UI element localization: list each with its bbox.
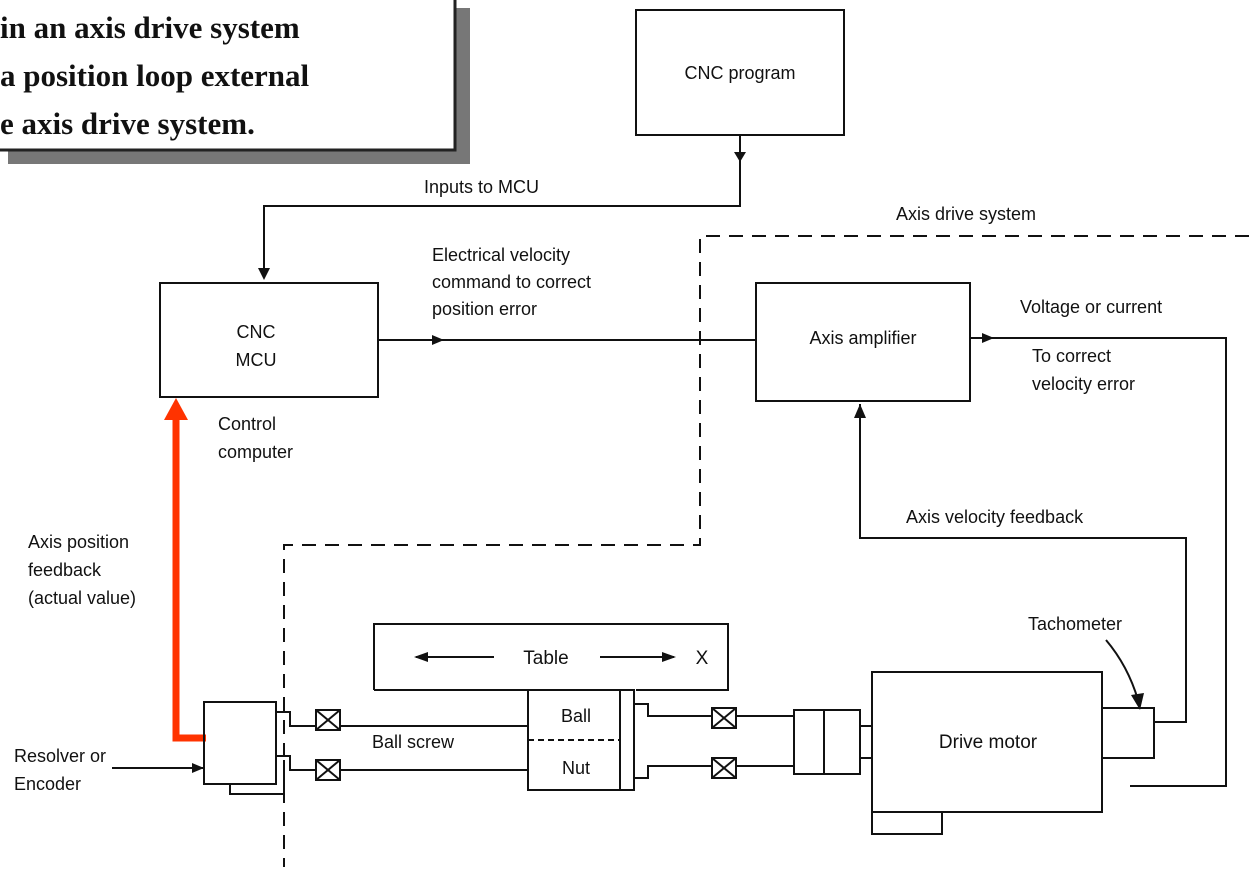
resolver-line-2: Encoder xyxy=(14,774,81,794)
ball-screw-top xyxy=(276,711,528,727)
caption-frame xyxy=(0,0,457,152)
drive-motor-label: Drive motor xyxy=(939,732,1038,753)
to-correct-velocity-line-2: velocity error xyxy=(1032,374,1135,394)
velocity-command-arrow-icon xyxy=(432,335,444,345)
caption-line-2: a position loop external xyxy=(0,58,310,93)
to-correct-velocity-line-1: To correct xyxy=(1032,346,1111,366)
position-feedback-arrow-icon xyxy=(164,398,188,420)
axis-position-feedback-line-1: Axis position xyxy=(28,532,129,552)
control-computer-line-1: Control xyxy=(218,414,276,434)
tachometer-pointer-line xyxy=(1105,639,1139,701)
caption-line-1: in an axis drive system xyxy=(0,10,300,45)
drive-motor-block xyxy=(871,671,1103,813)
axis-position-feedback-line-2: feedback xyxy=(28,560,102,580)
inputs-to-mcu-label: Inputs to MCU xyxy=(424,177,539,197)
ball-screw-label: Ball screw xyxy=(372,732,455,752)
amplifier-output-arrow-icon xyxy=(982,333,994,343)
ball-nut-flange xyxy=(619,689,635,791)
velocity-feedback-line xyxy=(859,404,1187,723)
caption-line-3: e axis drive system. xyxy=(0,106,255,141)
nut-label: Nut xyxy=(562,758,590,778)
bearing-left-bottom-icon xyxy=(315,759,341,781)
table-label: Table xyxy=(523,648,568,669)
tachometer-label: Tachometer xyxy=(1028,614,1122,634)
bearing-right-bottom-icon xyxy=(711,757,737,779)
table-right-arrow-icon xyxy=(662,652,676,662)
cnc-mcu-line-1: CNC xyxy=(237,322,276,342)
position-feedback-line xyxy=(172,414,206,742)
axis-amplifier-block xyxy=(755,282,971,402)
resolver-encoder-block xyxy=(203,701,277,785)
voltage-or-current-label: Voltage or current xyxy=(1020,297,1162,317)
velocity-command-line-2: command to correct xyxy=(432,272,591,292)
velocity-command-line-3: position error xyxy=(432,299,537,319)
axis-drive-boundary xyxy=(283,235,1249,867)
axis-drive-system-label: Axis drive system xyxy=(896,204,1036,224)
inputs-to-mcu-line xyxy=(263,135,741,270)
velocity-command-line-1: Electrical velocity xyxy=(432,245,570,265)
ball-screw-bottom xyxy=(276,755,528,771)
axis-position-feedback-line-3: (actual value) xyxy=(28,588,136,608)
cnc-program-label: CNC program xyxy=(684,63,795,83)
coupling xyxy=(793,709,872,775)
caption-box: in an axis drive system a position loop … xyxy=(0,0,470,164)
velocity-feedback-arrow-icon xyxy=(854,404,866,418)
ball-label: Ball xyxy=(561,706,591,726)
control-computer-line-2: computer xyxy=(218,442,293,462)
inputs-down-arrow-icon xyxy=(734,152,746,162)
encoder-mount xyxy=(229,760,285,795)
tachometer-pointer-arrow-icon xyxy=(1131,693,1144,710)
bearing-right-top-icon xyxy=(711,707,737,729)
resolver-line-1: Resolver or xyxy=(14,746,106,766)
table-left-arrow-icon xyxy=(414,652,428,662)
amplifier-output-line xyxy=(970,337,1227,787)
tachometer-block xyxy=(1101,707,1155,759)
table-axis-label: X xyxy=(696,648,709,669)
cnc-mcu-line-2: MCU xyxy=(236,350,277,370)
drive-motor-foot xyxy=(871,811,943,835)
table-outline xyxy=(373,623,729,691)
resolver-input-arrow-icon xyxy=(192,763,204,773)
bearing-left-top-icon xyxy=(315,709,341,731)
mcu-input-arrow-icon xyxy=(258,268,270,280)
axis-amplifier-label: Axis amplifier xyxy=(809,328,916,348)
axis-velocity-feedback-label: Axis velocity feedback xyxy=(906,507,1084,527)
